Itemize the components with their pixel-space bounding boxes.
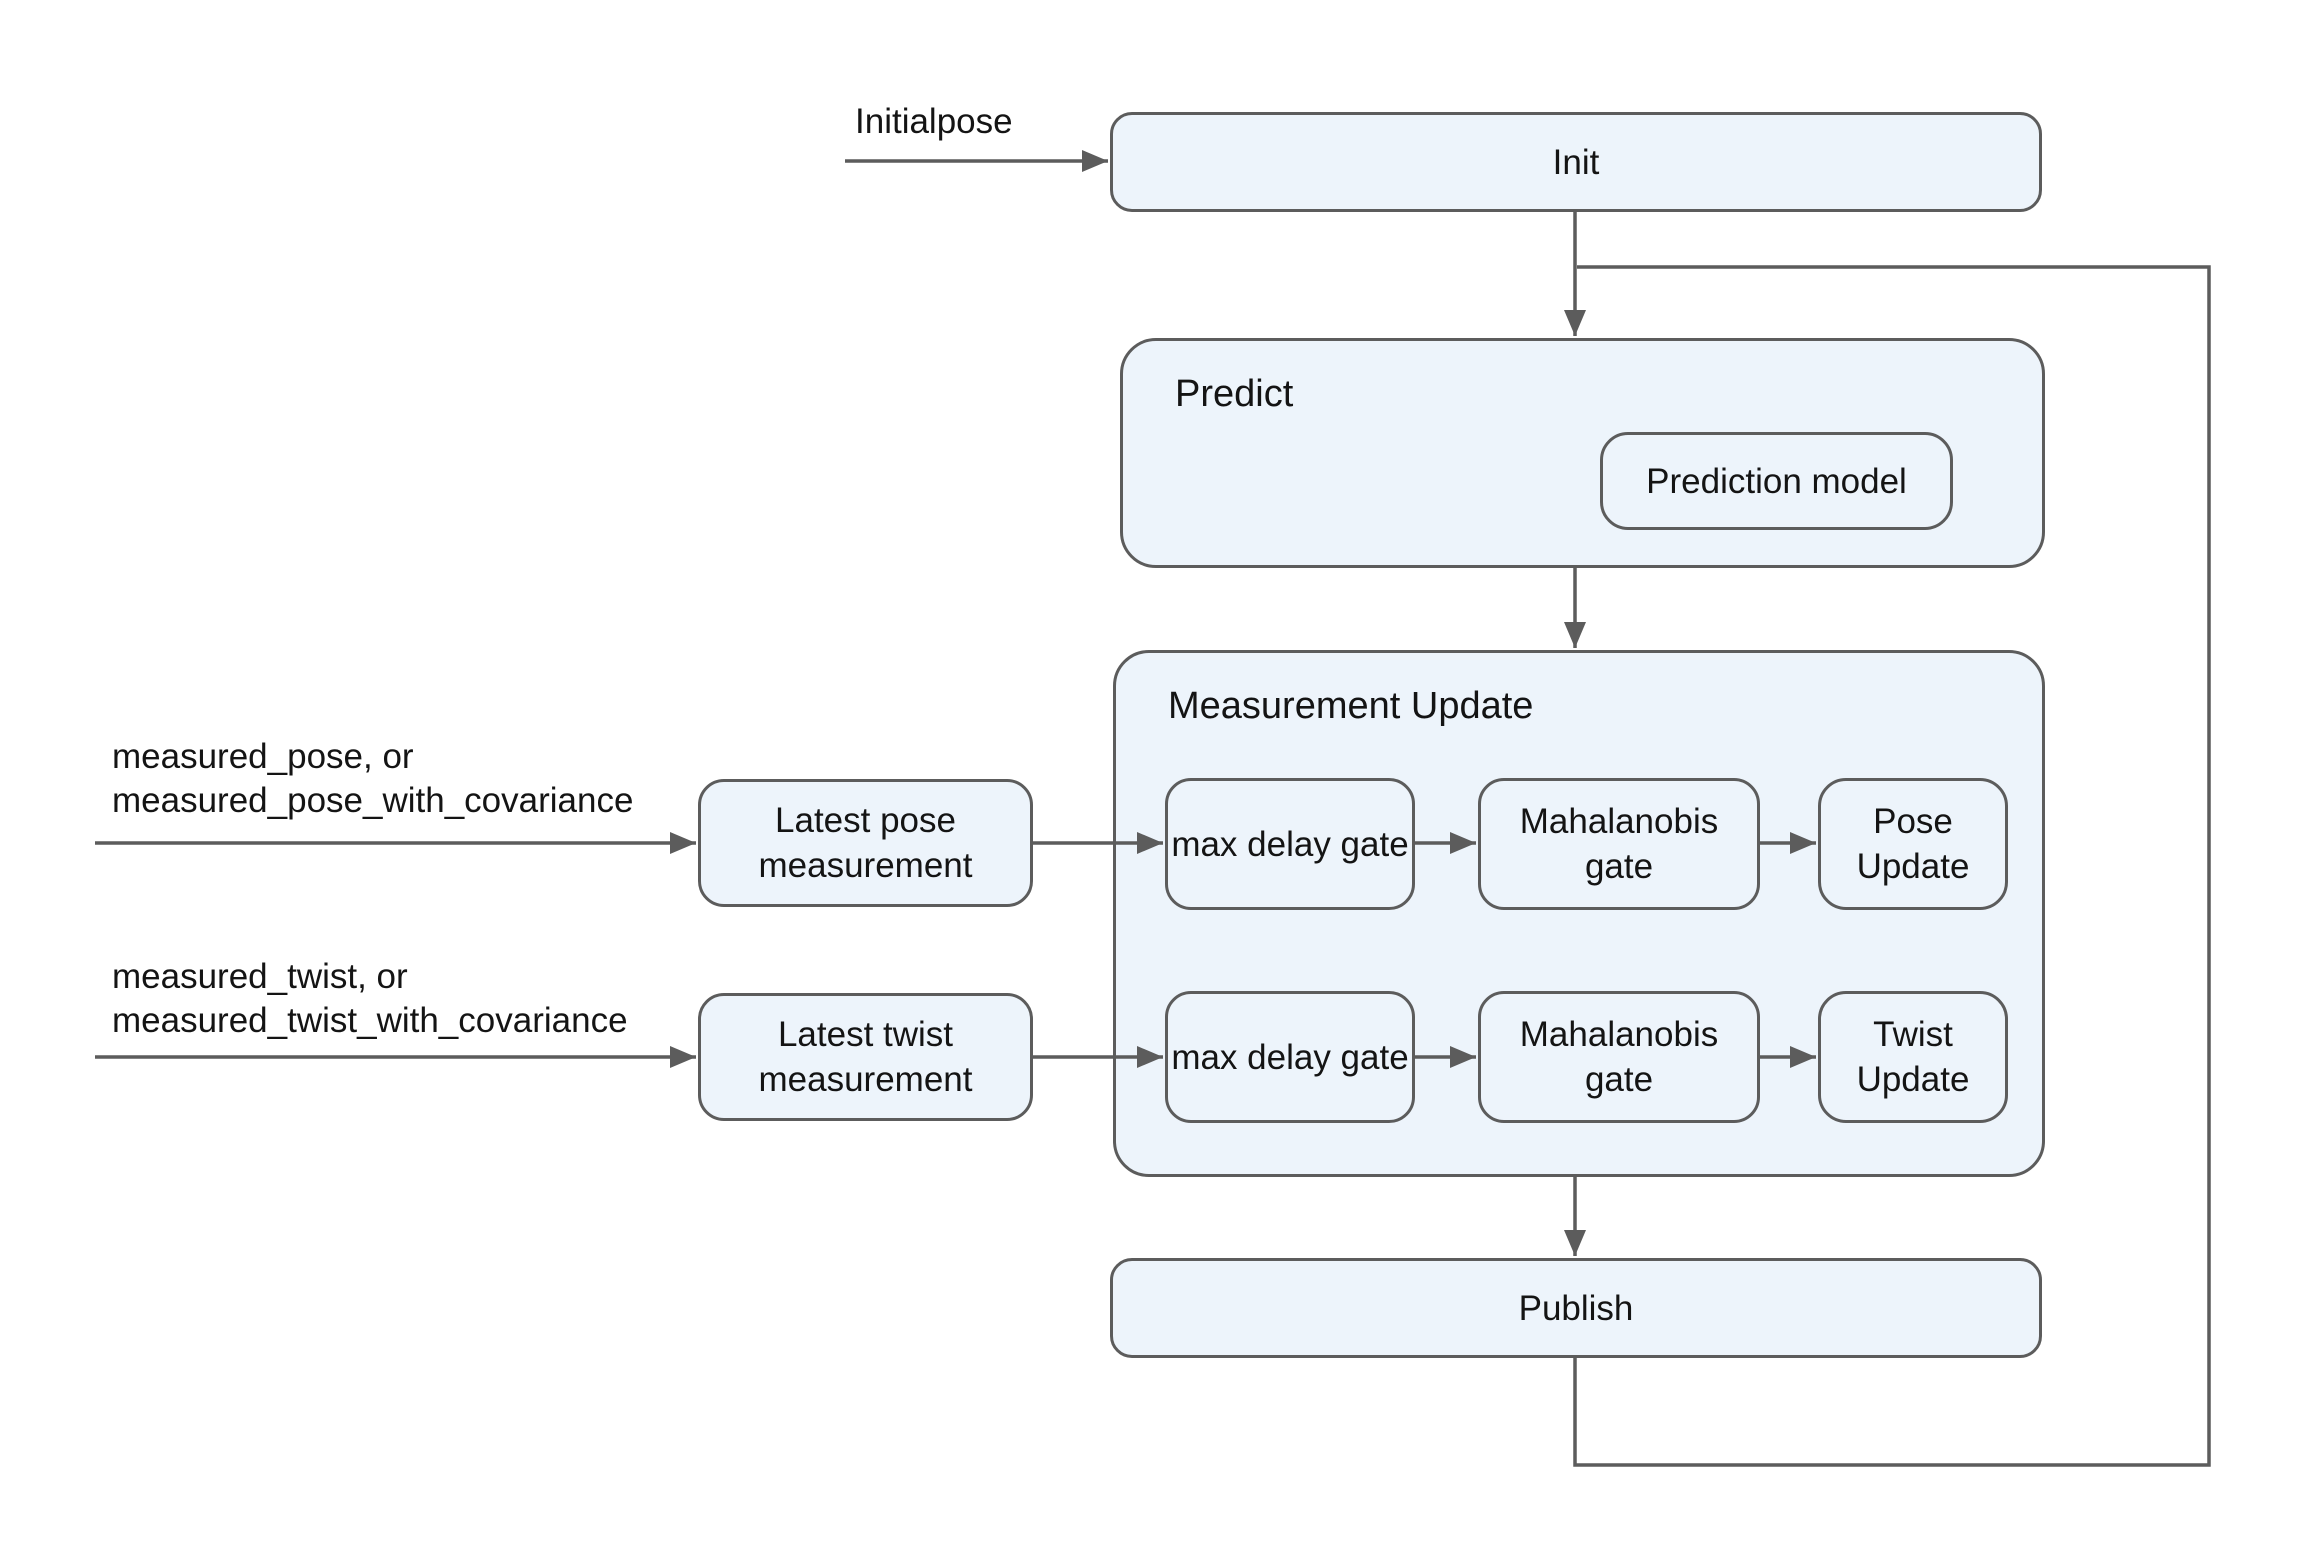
node-latest-twist-measurement: Latest twist measurement — [698, 993, 1033, 1121]
twist-update-label: Twist Update — [1856, 1015, 1970, 1099]
node-init-label: Init — [1552, 142, 1600, 182]
publish-label: Publish — [1518, 1288, 1634, 1328]
node-pose-max-delay-gate: max delay gate — [1165, 778, 1415, 910]
node-publish: Publish — [1110, 1258, 2042, 1358]
node-prediction-model: Prediction model — [1600, 432, 1953, 530]
twist-topic-label: measured_twist, or measured_twist_with_c… — [112, 955, 628, 1043]
node-twist-mahalanobis-gate: Mahalanobis gate — [1478, 991, 1760, 1123]
node-pose-update: Pose Update — [1818, 778, 2008, 910]
pose-topic-label: measured_pose, or measured_pose_with_cov… — [112, 735, 633, 823]
pose-topic-line1: measured_pose, or — [112, 737, 414, 776]
initialpose-label: Initialpose — [855, 100, 1013, 144]
pose-topic-line2: measured_pose_with_covariance — [112, 781, 634, 820]
twist-topic-line2: measured_twist_with_covariance — [112, 1001, 628, 1040]
latest-pose-measurement-label: Latest pose measurement — [758, 801, 973, 885]
latest-twist-measurement-label: Latest twist measurement — [758, 1015, 973, 1099]
pose-mahalanobis-gate-label: Mahalanobis gate — [1519, 802, 1719, 886]
twist-max-delay-gate-label: max delay gate — [1171, 1037, 1409, 1077]
twist-topic-line1: measured_twist, or — [112, 957, 408, 996]
twist-mahalanobis-gate-label: Mahalanobis gate — [1519, 1015, 1719, 1099]
prediction-model-label: Prediction model — [1646, 461, 1907, 501]
predict-title: Predict — [1175, 373, 1294, 415]
node-twist-update: Twist Update — [1818, 991, 2008, 1123]
node-twist-max-delay-gate: max delay gate — [1165, 991, 1415, 1123]
initialpose-text: Initialpose — [855, 102, 1013, 141]
node-latest-pose-measurement: Latest pose measurement — [698, 779, 1033, 907]
node-pose-mahalanobis-gate: Mahalanobis gate — [1478, 778, 1760, 910]
pose-max-delay-gate-label: max delay gate — [1171, 824, 1409, 864]
pose-update-label: Pose Update — [1856, 802, 1970, 886]
measurement-update-title: Measurement Update — [1168, 685, 1534, 727]
node-init: Init — [1110, 112, 2042, 212]
